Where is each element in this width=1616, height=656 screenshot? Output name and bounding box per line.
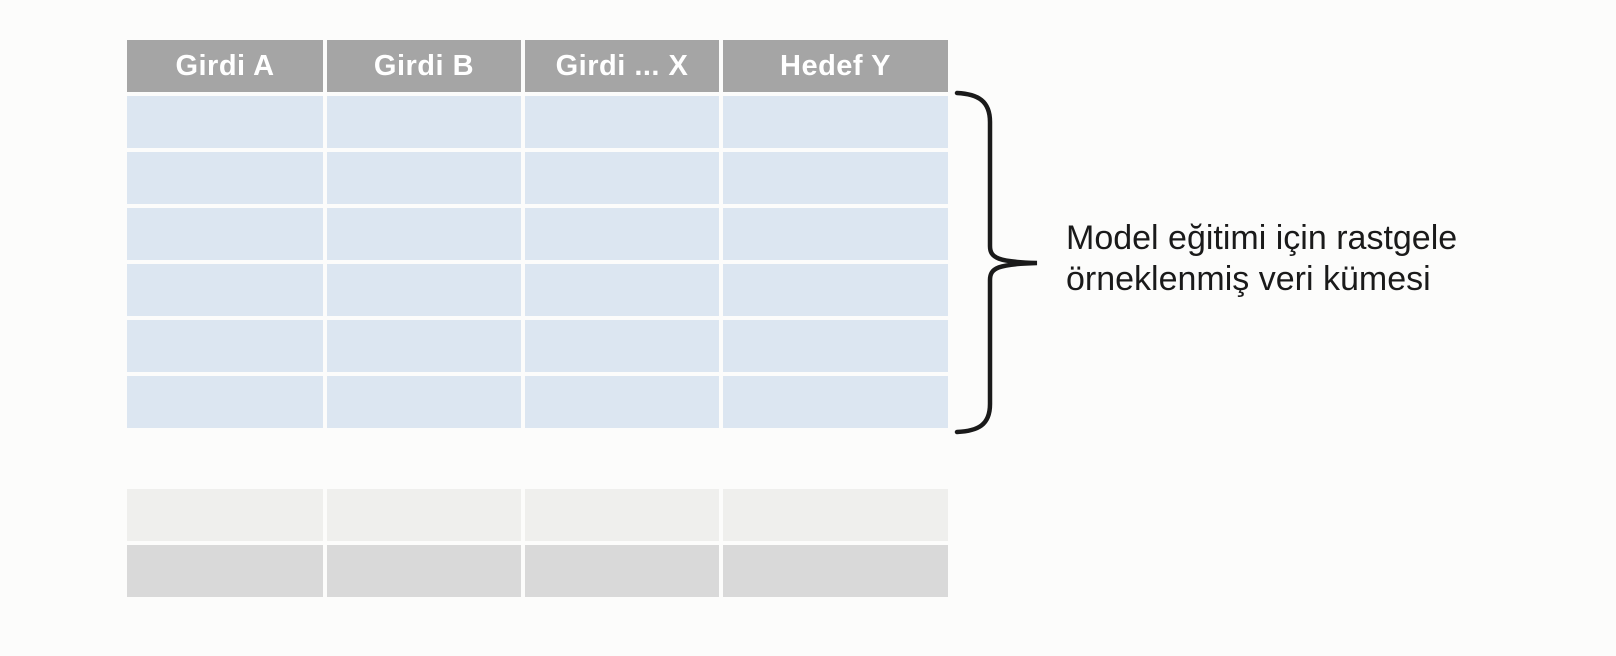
table-cell (127, 96, 323, 148)
table-row (127, 376, 948, 428)
table-row (127, 545, 948, 597)
annotation-line-1: Model eğitimi için rastgele (1066, 219, 1458, 257)
table-cell (525, 489, 719, 541)
table-cell (723, 96, 948, 148)
table-row (127, 320, 948, 372)
table-cell (525, 545, 719, 597)
column-header-girdi-x: Girdi ... X (525, 40, 719, 92)
column-header-girdi-a: Girdi A (127, 40, 323, 92)
table-cell (327, 208, 521, 260)
table-cell (327, 152, 521, 204)
table-cell (723, 376, 948, 428)
table-cell (525, 264, 719, 316)
table-cell (327, 376, 521, 428)
sampled-rows-body (127, 96, 948, 428)
table-cell (127, 264, 323, 316)
table-row (127, 96, 948, 148)
table-cell (127, 545, 323, 597)
table-header-row: Girdi A Girdi B Girdi ... X Hedef Y (127, 40, 948, 92)
table-cell (723, 489, 948, 541)
table-cell (127, 376, 323, 428)
column-header-hedef-y: Hedef Y (723, 40, 948, 92)
table-cell (327, 96, 521, 148)
annotation-text: Model eğitimi için rastgele örneklenmiş … (1066, 218, 1457, 300)
table-cell (525, 152, 719, 204)
table-row (127, 489, 948, 541)
table-cell (525, 376, 719, 428)
table-cell (327, 264, 521, 316)
table-cell (525, 208, 719, 260)
table-cell (327, 320, 521, 372)
table-cell (127, 152, 323, 204)
table-cell (525, 320, 719, 372)
holdout-rows-table (127, 489, 948, 597)
curly-brace-icon (954, 90, 1038, 435)
table-cell (723, 152, 948, 204)
table-row (127, 152, 948, 204)
annotation-line-2: örneklenmiş veri kümesi (1066, 260, 1431, 298)
column-header-girdi-b: Girdi B (327, 40, 521, 92)
table-cell (127, 489, 323, 541)
table-cell (723, 208, 948, 260)
table-cell (127, 208, 323, 260)
table-cell (327, 545, 521, 597)
table-cell (723, 264, 948, 316)
table-row (127, 264, 948, 316)
table-row (127, 208, 948, 260)
table-cell (723, 545, 948, 597)
table-cell (327, 489, 521, 541)
table-cell (723, 320, 948, 372)
training-data-table: Girdi A Girdi B Girdi ... X Hedef Y (127, 40, 948, 428)
table-cell (525, 96, 719, 148)
table-cell (127, 320, 323, 372)
